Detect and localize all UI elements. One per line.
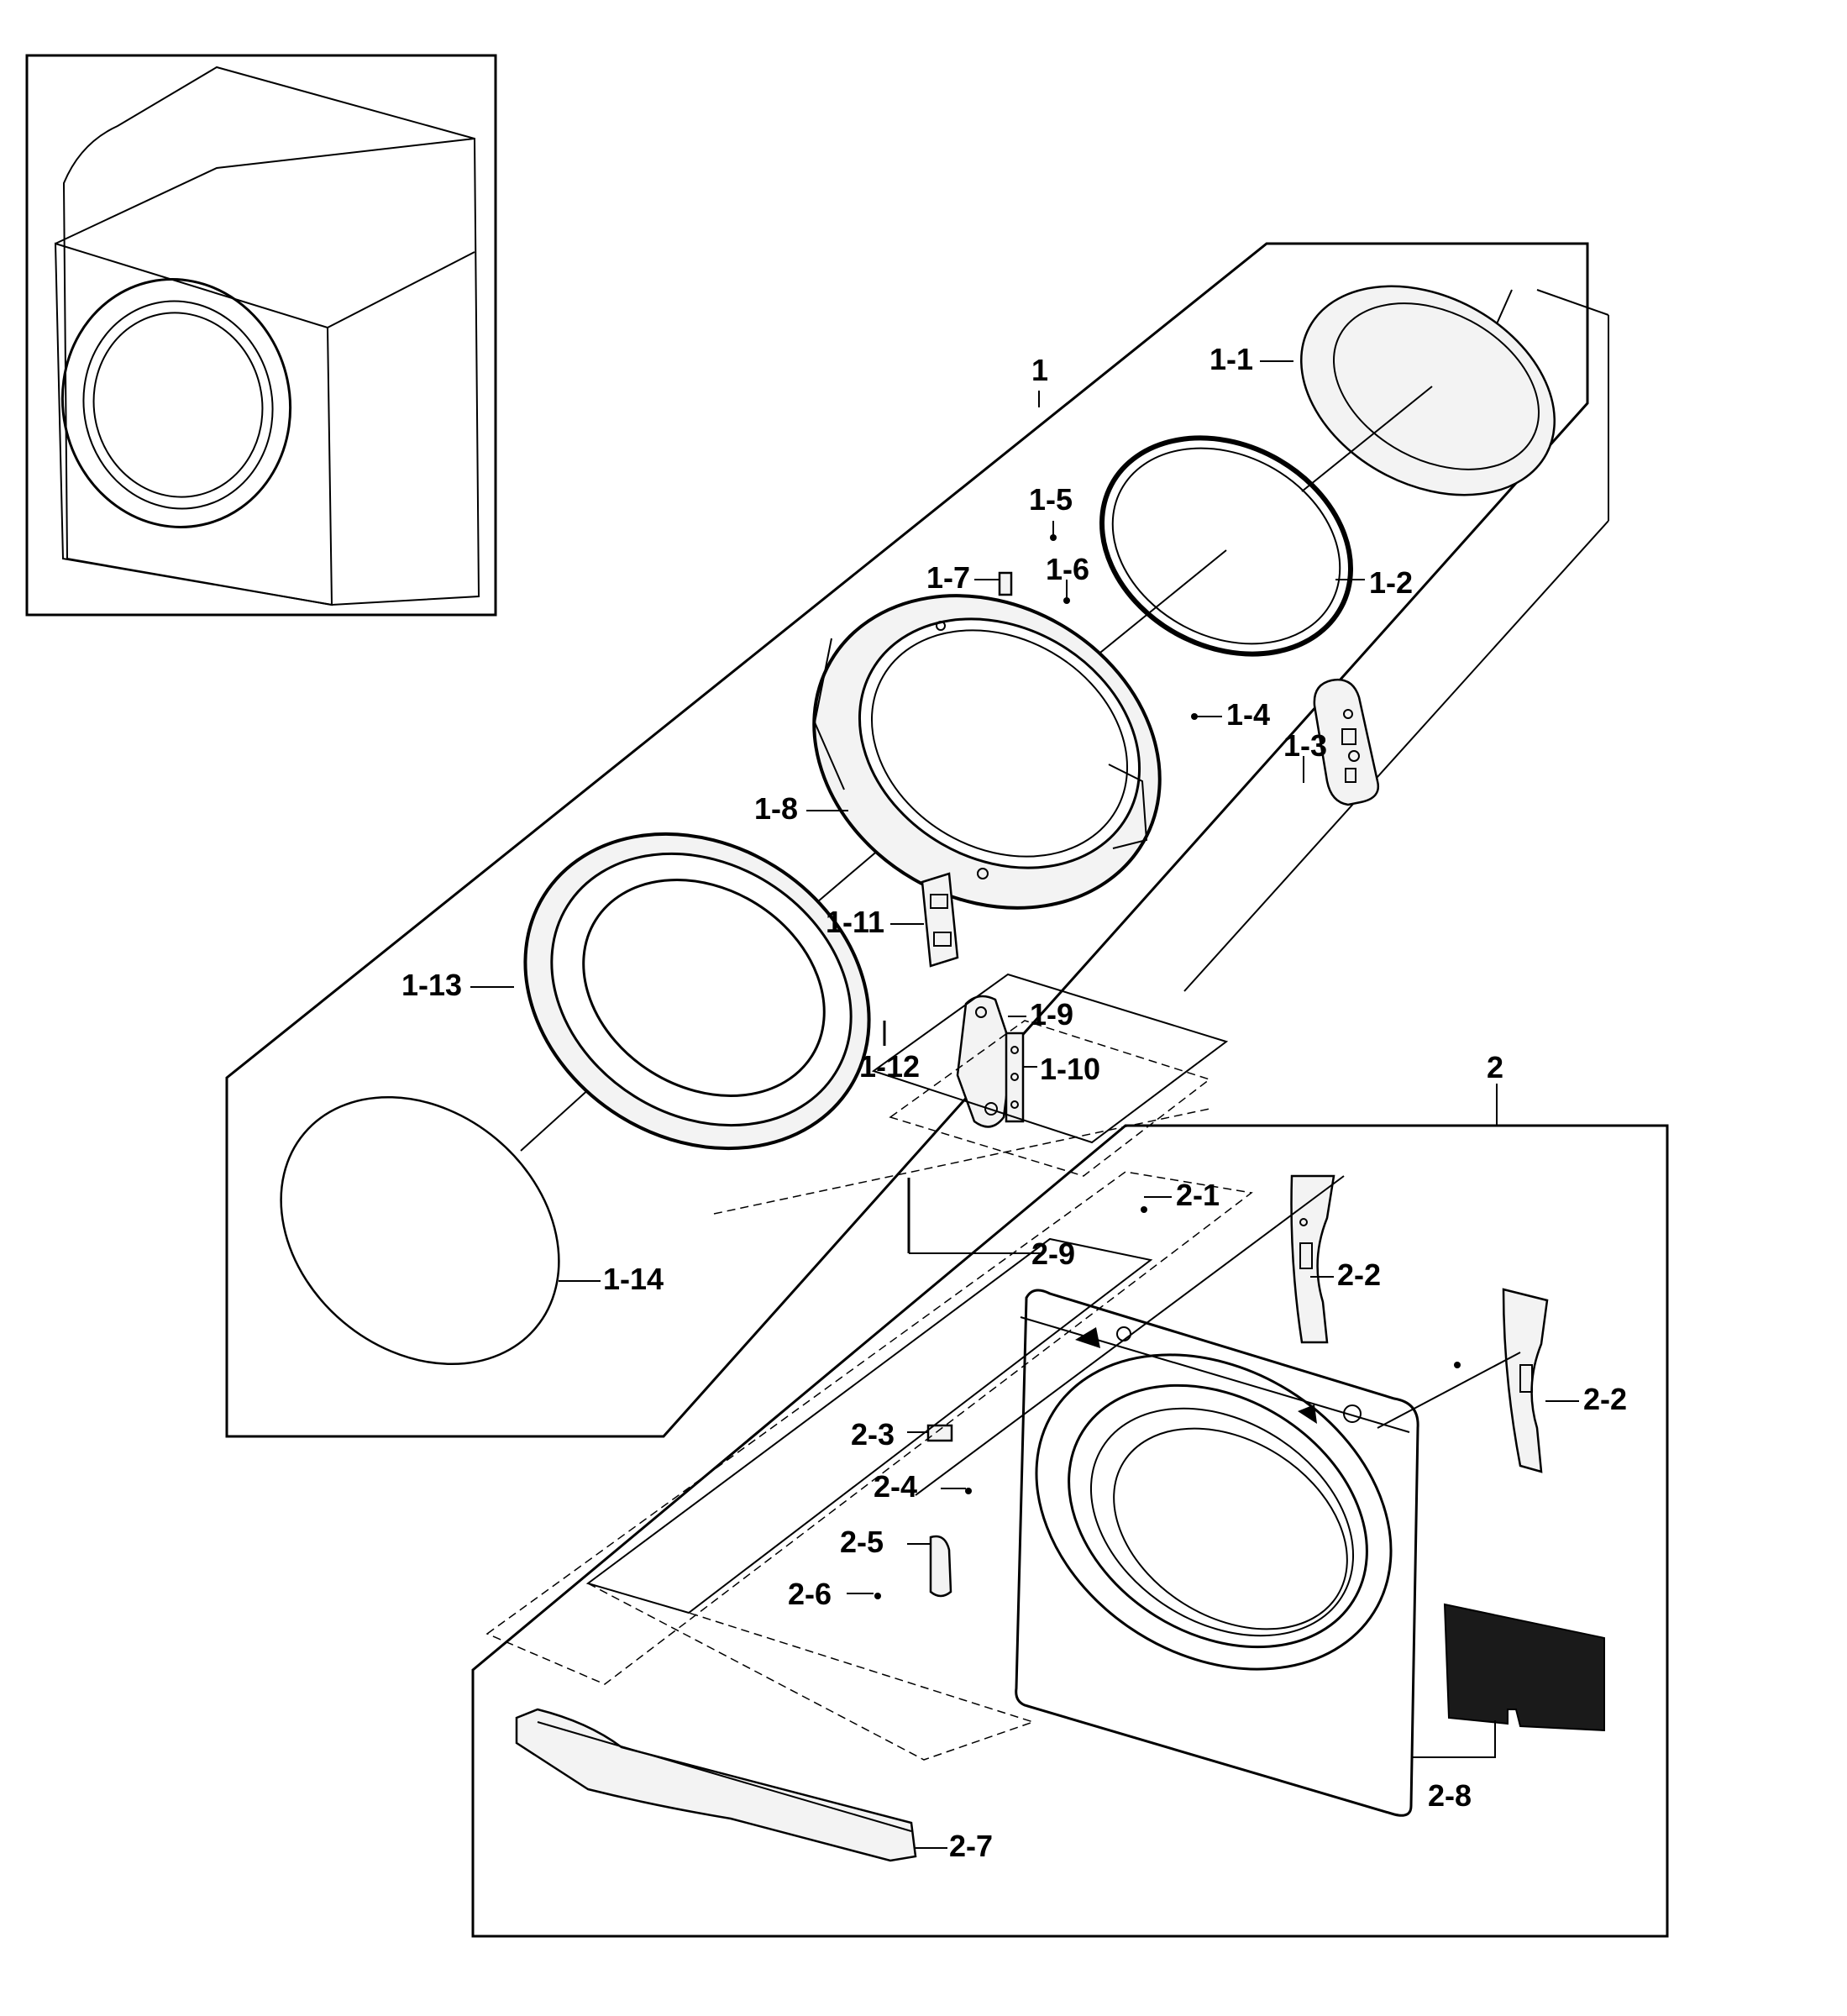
label-part-1-6: 1-6 [1046,552,1090,586]
label-part-1-4: 1-4 [1226,697,1271,732]
dryer-side-edge [327,251,475,328]
label-part-1-2: 1-2 [1369,565,1414,600]
label-group-2: 2 [1487,1050,1504,1084]
label-part-2-8: 2-8 [1428,1778,1472,1813]
inset-frame [25,54,497,617]
label-part-1-14: 1-14 [603,1262,664,1296]
label-part-2-6: 2-6 [788,1577,832,1611]
label-part-1-1: 1-1 [1209,342,1254,376]
label-part-1-12: 1-12 [859,1049,921,1084]
inset-dryer-view [25,54,497,617]
label-part-2-9: 2-9 [1031,1236,1076,1271]
part-2-5-switch [929,1535,952,1598]
label-part-1-3: 1-3 [1283,728,1328,763]
part-2-1-screw [1141,1206,1147,1213]
label-group-1: 1 [1031,353,1049,387]
label-part-1-7: 1-7 [926,560,971,595]
label-part-1-10: 1-10 [1040,1052,1101,1086]
part-front-panel [1015,1289,1419,1817]
dryer-body-outline [62,66,480,606]
part-1-11-hinge-bracket [921,872,959,968]
part-1-8-door-frame [812,594,1162,910]
part-2-1b-screw [1454,1362,1461,1368]
label-part-2-1: 2-1 [1176,1178,1220,1212]
part-1-10-hinge-strip [1005,1032,1025,1123]
part-2-4-screw [965,1488,972,1494]
dryer-door-outer [60,278,292,528]
leader-lines [470,360,1579,1849]
dryer-door-inner [82,300,274,510]
part-1-7-clip [998,571,1013,596]
part-1-13-door-outer [523,832,871,1151]
part-2-7-kick-plate [515,1708,917,1862]
part-1-2-gasket [1099,435,1353,657]
part-2-6-screw [874,1593,881,1599]
label-part-1-8: 1-8 [754,791,799,826]
part-2-2-bracket-lower [1502,1288,1549,1473]
part-1-3-hinge-plate [1303,678,1380,806]
part-1-14-door-cover [280,1095,560,1366]
label-part-2-2-upper: 2-2 [1337,1257,1382,1292]
label-part-1-11: 1-11 [826,905,885,939]
group-2-boundary [471,1124,1669,1938]
label-part-2-3: 2-3 [851,1417,895,1452]
hinge-projection-box [871,973,1229,1144]
dryer-door-glass [92,312,264,498]
label-part-1-5: 1-5 [1029,482,1073,517]
group-1-boundary [225,242,1589,1438]
label-part-2-4: 2-4 [874,1469,918,1504]
part-2-2-bracket-upper [1290,1174,1335,1344]
dryer-top-edge [55,138,475,244]
label-part-1-13: 1-13 [401,968,463,1002]
label-part-2-5: 2-5 [840,1525,884,1559]
label-part-2-2-lower: 2-2 [1583,1382,1628,1416]
label-part-1-9: 1-9 [1030,997,1074,1032]
label-part-2-7: 2-7 [949,1829,994,1863]
part-2-8-insulation [1443,1603,1605,1732]
